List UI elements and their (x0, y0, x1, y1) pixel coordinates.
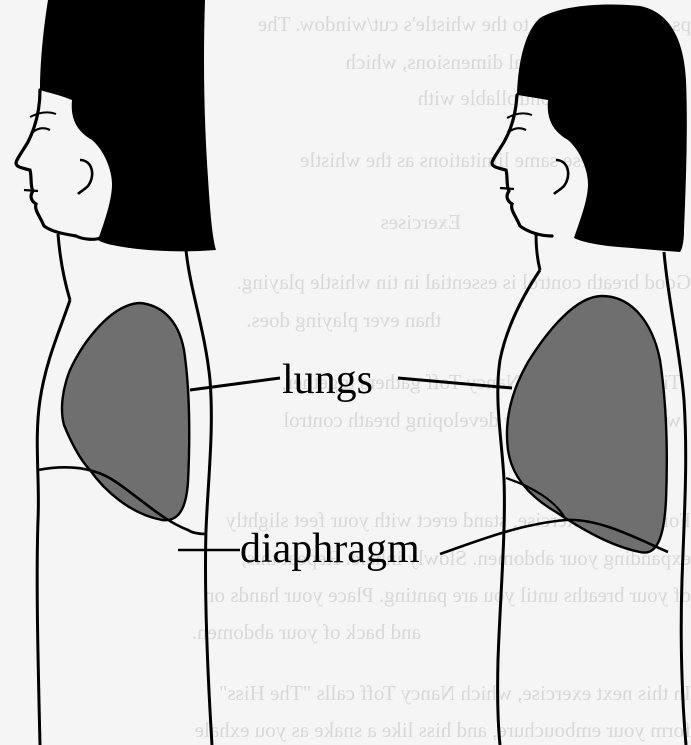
left-eye (33, 128, 50, 132)
left-torso-front (37, 300, 70, 745)
lungs-leader-right (398, 378, 512, 388)
lungs-leader-left (190, 378, 280, 390)
right-back (664, 252, 686, 745)
right-hair (517, 5, 687, 253)
right-face-profile (492, 95, 552, 236)
left-figure (16, 0, 240, 745)
left-lips (24, 190, 38, 191)
right-lung (507, 296, 667, 553)
right-figure (440, 5, 687, 745)
right-neck (536, 234, 540, 270)
right-torso-front (498, 270, 540, 745)
left-ear (78, 160, 92, 194)
diaphragm-label: diaphragm (240, 526, 420, 572)
labels: lungs diaphragm (190, 357, 512, 572)
left-neck (58, 234, 70, 300)
right-ear (554, 160, 568, 194)
lungs-label: lungs (282, 357, 373, 403)
right-lips (500, 188, 514, 189)
left-eyebrow (30, 112, 56, 117)
right-eyebrow (507, 113, 532, 118)
left-hair (40, 0, 216, 251)
left-back (186, 250, 212, 745)
